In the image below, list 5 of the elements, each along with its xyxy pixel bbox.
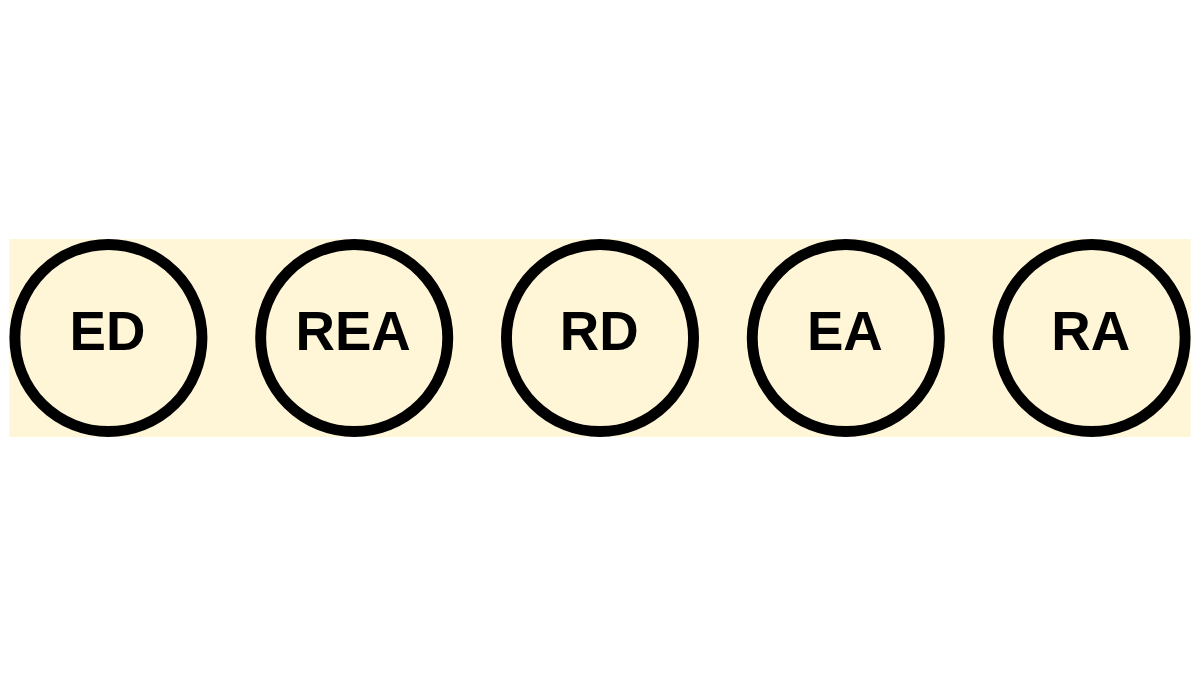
node-circle: RA	[992, 238, 1191, 437]
node-circle: REA	[255, 238, 454, 437]
node-circle: ED	[9, 238, 208, 437]
node-circle: EA	[746, 238, 945, 437]
node-circle: RD	[501, 238, 699, 437]
